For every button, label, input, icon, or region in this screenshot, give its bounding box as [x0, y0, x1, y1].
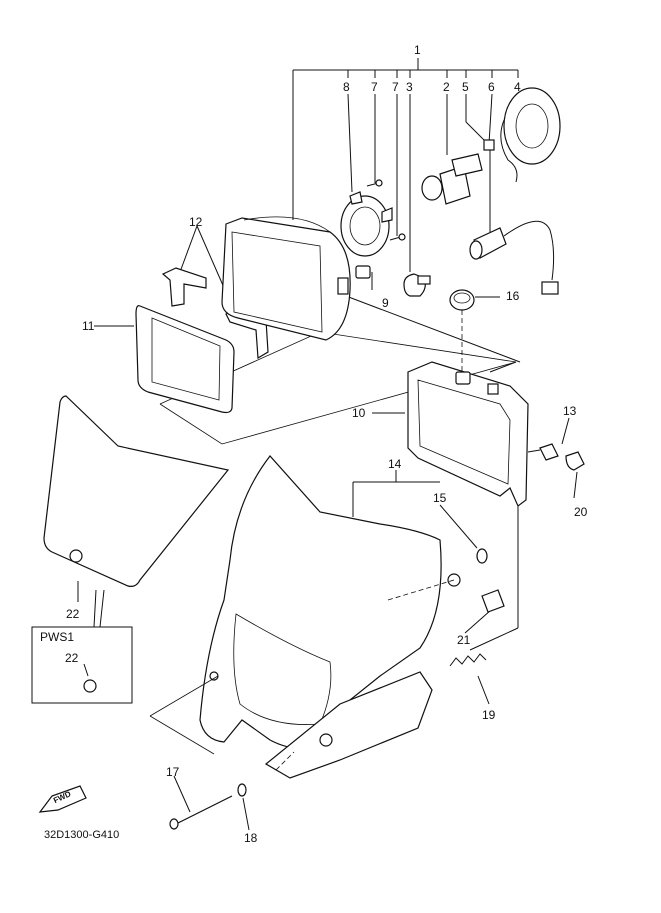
fwd-arrow-icon	[38, 785, 87, 813]
callout-7a: 7	[371, 80, 378, 94]
callout-2: 2	[443, 80, 450, 94]
main-bulb	[421, 153, 483, 205]
headlight-stay	[407, 361, 529, 507]
callout-4: 4	[514, 80, 521, 94]
callout-21: 21	[457, 633, 471, 647]
bulb-socket-wire	[469, 220, 559, 295]
side-sheet	[43, 395, 230, 587]
callout-10: 10	[352, 406, 366, 420]
callout-22a: 22	[66, 607, 80, 621]
bolt-17	[169, 795, 233, 830]
callout-16: 16	[506, 289, 520, 303]
leader-lines	[77, 93, 578, 831]
callout-18: 18	[244, 831, 258, 845]
connector	[483, 139, 495, 151]
screw-upper	[366, 179, 383, 187]
clip	[355, 265, 371, 279]
bolt-13	[527, 443, 559, 461]
headlight-seal	[135, 305, 235, 414]
part-code: 32D1300-G410	[44, 829, 120, 841]
washer-18	[237, 783, 247, 797]
headlight-cowl	[199, 455, 461, 750]
assembly-plane	[159, 295, 521, 445]
callout-9: 9	[382, 296, 389, 310]
bolt-21	[481, 589, 505, 613]
bulb-holder	[340, 191, 393, 257]
callout-1: 1	[414, 43, 421, 57]
headlight-unit	[221, 216, 351, 341]
callout-5: 5	[462, 80, 469, 94]
callout-14: 14	[388, 457, 402, 471]
callout-13: 13	[563, 404, 577, 418]
callout-7b: 7	[392, 80, 399, 94]
small-bulb	[403, 273, 431, 297]
callout-3: 3	[406, 80, 413, 94]
washer-15	[476, 548, 488, 564]
spring-19	[449, 653, 487, 667]
callout-19: 19	[482, 708, 496, 722]
callout-22b: 22	[65, 651, 79, 665]
callout-17: 17	[166, 765, 180, 779]
pws1-label: PWS1	[40, 630, 75, 644]
bracket-14	[352, 470, 440, 517]
nut-20	[565, 451, 585, 471]
alignment-lines	[149, 310, 519, 771]
callout-6: 6	[488, 80, 495, 94]
grommet	[449, 289, 475, 311]
callout-8: 8	[343, 80, 350, 94]
cushion-upper	[161, 267, 207, 307]
screw-lower	[389, 233, 406, 241]
callout-15: 15	[433, 491, 447, 505]
lower-cover	[264, 671, 433, 779]
pws1-box	[31, 589, 133, 704]
bracket-1	[292, 58, 519, 220]
callout-20: 20	[574, 505, 588, 519]
callout-11: 11	[82, 319, 95, 333]
dust-cover	[500, 87, 561, 183]
callout-12: 12	[189, 215, 203, 229]
